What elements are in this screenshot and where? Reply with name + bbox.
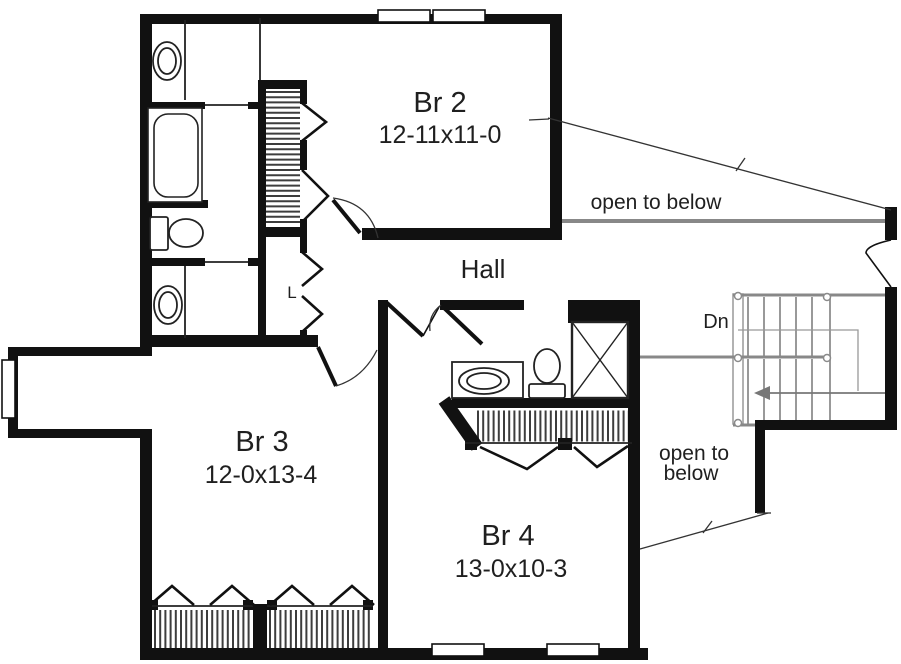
open-to-below-label-bottom-line1: open to — [659, 442, 729, 465]
vanity-sink — [451, 361, 524, 399]
wall-break-symbol — [865, 239, 892, 288]
angled-wall — [438, 396, 483, 451]
sink-bottom — [153, 285, 183, 325]
open-to-below-label-bottom-line2: below — [664, 462, 720, 485]
stairs-down-label: Dn — [703, 311, 729, 333]
closet-doors — [149, 101, 629, 606]
bathtub — [147, 107, 203, 203]
window — [546, 643, 600, 657]
hall-label: Hall — [461, 254, 506, 284]
sink-top — [152, 41, 182, 81]
closet-hatching — [154, 91, 630, 648]
windows — [1, 9, 600, 657]
thin-lines — [152, 18, 632, 607]
walls — [8, 14, 897, 660]
door-bathroom — [429, 303, 484, 346]
door-br4 — [384, 300, 440, 338]
room-dims-br4: 13-0x10-3 — [455, 555, 568, 583]
fixtures — [147, 41, 630, 400]
window — [1, 359, 16, 419]
shower-stall — [570, 320, 630, 400]
swing-doors — [316, 197, 484, 387]
staircase — [640, 291, 886, 428]
window — [431, 643, 485, 657]
room-label-br2: Br 2 — [413, 87, 466, 119]
open-to-below-lines — [528, 117, 892, 550]
room-dims-br3: 12-0x13-4 — [205, 461, 318, 489]
room-label-br3: Br 3 — [235, 426, 288, 458]
toilet-left — [149, 216, 204, 251]
linen-closet-label: L — [287, 283, 296, 302]
stairs-down-arrow — [754, 386, 886, 400]
door-br3 — [316, 346, 378, 387]
door-br2 — [331, 197, 379, 239]
window — [432, 9, 486, 23]
room-dims-br2: 12-11x11-0 — [379, 121, 502, 149]
toilet-center — [528, 348, 566, 399]
room-label-br4: Br 4 — [481, 520, 534, 552]
open-to-below-label-top: open to below — [591, 191, 723, 214]
window — [377, 9, 431, 23]
